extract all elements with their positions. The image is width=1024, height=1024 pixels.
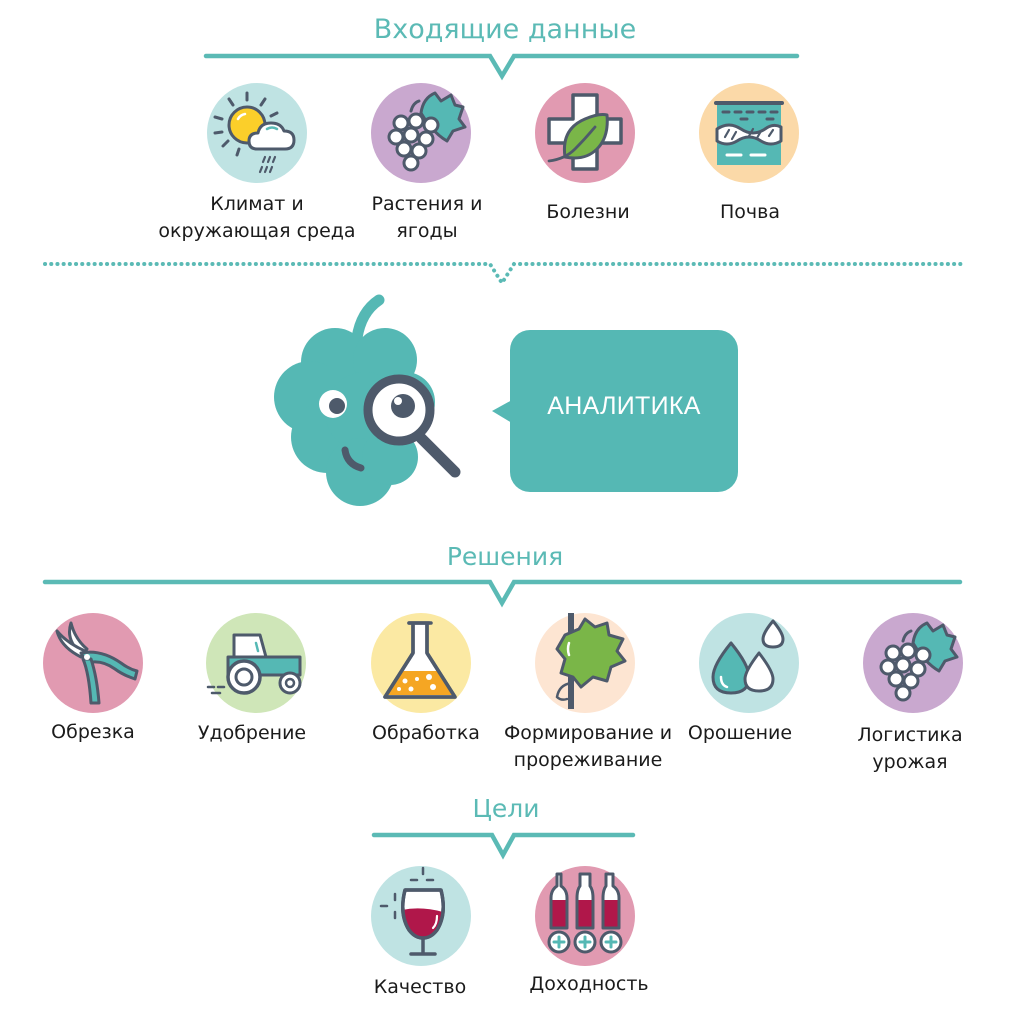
dotted-divider-arrow [43, 262, 964, 287]
inputs-divider-arrow [203, 53, 800, 81]
inputs-section-title: Входящие данные [373, 14, 637, 45]
tractor-icon [206, 613, 306, 713]
vine-leaf-icon [535, 613, 635, 713]
analytics-bubble: АНАЛИТИКА [510, 330, 738, 492]
input-label-plants: Растения и ягоды [372, 191, 483, 245]
water-drops-icon [699, 613, 799, 713]
wine-glass-icon [371, 866, 471, 966]
label-line: Удобрение [197, 722, 307, 744]
label-line: Обрезка [51, 721, 135, 743]
input-label-diseases: Болезни [546, 199, 629, 226]
grapes-icon [863, 613, 963, 713]
label-line: Обработка [372, 722, 480, 744]
soil-layers-icon [699, 83, 799, 183]
bubble-pointer [492, 400, 512, 423]
grape-mascot-magnifier-icon [274, 294, 461, 506]
label-line: Доходность [529, 973, 649, 995]
input-label-climate: Климат и окружающая среда [158, 191, 355, 245]
label-line: Растения и [371, 193, 483, 215]
label-line: Климат и [210, 193, 304, 215]
flask-icon [371, 613, 471, 713]
pruning-shears-icon [43, 613, 143, 713]
analytics-label: АНАЛИТИКА [547, 392, 701, 420]
solution-label-fertilizing: Удобрение [198, 720, 306, 747]
label-line: Почва [720, 201, 780, 223]
label-line: прореживание [513, 749, 663, 771]
label-line: Болезни [546, 201, 630, 223]
label-line: ягоды [396, 220, 458, 242]
label-line: Орошение [687, 722, 793, 744]
label-line: урожая [872, 751, 948, 773]
solution-label-pruning: Обрезка [51, 719, 135, 746]
solutions-divider-arrow [42, 579, 963, 608]
goals-divider-arrow [371, 832, 636, 860]
label-line: окружающая среда [158, 220, 356, 242]
solutions-section-title: Решения [446, 542, 564, 571]
solution-label-treatment: Обработка [372, 720, 480, 747]
weather-icon [207, 83, 307, 183]
goal-label-quality: Качество [374, 974, 466, 1001]
wine-bottles-plus-icon [535, 866, 635, 966]
solution-label-irrigation: Орошение [688, 720, 792, 747]
solution-label-logistics: Логистика урожая [857, 722, 962, 776]
label-line: Формирование и [503, 722, 673, 744]
label-line: Качество [373, 976, 467, 998]
goal-label-profitability: Доходность [529, 971, 648, 998]
goals-section-title: Цели [472, 794, 540, 823]
solution-label-shaping: Формирование и прореживание [504, 720, 672, 774]
grapes-icon [371, 83, 471, 183]
disease-cross-leaf-icon [535, 83, 635, 183]
label-line: Логистика [857, 724, 963, 746]
input-label-soil: Почва [720, 199, 780, 226]
